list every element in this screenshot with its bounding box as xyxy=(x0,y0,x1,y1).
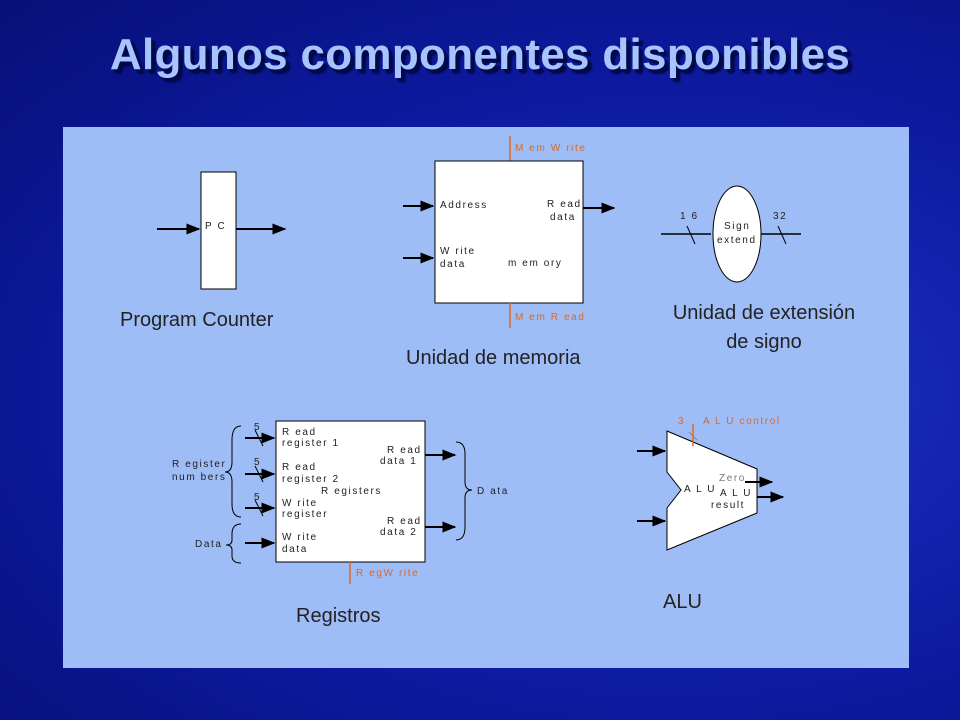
register-file: 5 5 5 R egister num bers Data R ead regi… xyxy=(172,420,509,627)
bits-label-2: 5 xyxy=(254,457,261,468)
sign-extend-caption-2: de signo xyxy=(726,331,802,353)
pc-caption: Program Counter xyxy=(120,309,274,331)
registers-caption: Registros xyxy=(296,605,380,627)
alu-shape xyxy=(666,430,758,551)
write-data-label-a: W rite xyxy=(282,532,318,543)
memory-address-label: Address xyxy=(440,200,488,211)
alu-name-label: A L U xyxy=(684,484,716,495)
sign-extend-out-slash xyxy=(777,225,787,245)
memory-read-label: R ead xyxy=(547,199,582,210)
bits-slash-1 xyxy=(254,429,264,447)
sign-extend-unit: 1 6 32 Sign extend Unidad de extensión d… xyxy=(661,185,855,353)
sign-extend-label-1: Sign xyxy=(724,221,750,232)
write-reg-label-a: W rite xyxy=(282,498,318,509)
alu-unit: 3 A L U control Zero A L U A L U result … xyxy=(637,416,785,613)
read-reg1-label-a: R ead xyxy=(282,427,317,438)
sign-extend-caption-1: Unidad de extensión xyxy=(673,302,855,324)
alu-caption: ALU xyxy=(663,591,702,613)
registers-name-label: R egisters xyxy=(321,486,382,497)
register-numbers-label-2: num bers xyxy=(172,472,227,483)
register-numbers-label-1: R egister xyxy=(172,459,226,470)
sign-extend-label-2: extend xyxy=(717,235,757,246)
read-reg2-label-b: register 2 xyxy=(282,474,340,485)
read-reg2-label-a: R ead xyxy=(282,462,317,473)
sign-extend-in-bits: 1 6 xyxy=(680,211,699,222)
memory-write-data-label: data xyxy=(440,259,466,270)
bits-label-1: 5 xyxy=(254,422,261,433)
memory-caption: Unidad de memoria xyxy=(406,347,581,369)
write-reg-label-b: register xyxy=(282,509,328,520)
memory-unit: M em W rite M em R ead Address R ead dat… xyxy=(403,136,616,369)
memory-read-data-label: data xyxy=(550,212,576,223)
memwrite-label: M em W rite xyxy=(515,143,587,154)
page-title: Algunos componentes disponibles xyxy=(109,30,851,79)
alu-zero-label: Zero xyxy=(719,473,746,484)
read-data2-label-b: data 2 xyxy=(380,527,417,538)
alu-control-label: A L U control xyxy=(703,416,781,427)
bits-slash-3 xyxy=(254,499,264,517)
data-in-brace xyxy=(225,523,242,564)
alu-control-bits: 3 xyxy=(678,416,685,427)
regwrite-label: R egW rite xyxy=(356,568,419,579)
read-data1-label-a: R ead xyxy=(387,445,422,456)
bits-label-3: 5 xyxy=(254,492,261,503)
read-data1-label-b: data 1 xyxy=(380,456,417,467)
data-in-label: Data xyxy=(195,539,223,550)
data-out-label: D ata xyxy=(477,486,509,497)
read-reg1-label-b: register 1 xyxy=(282,438,340,449)
alu-result-label-2: result xyxy=(711,500,745,511)
alu-control-slash xyxy=(688,431,698,441)
memory-name-label: m em ory xyxy=(508,258,562,269)
pc-box xyxy=(200,171,237,290)
sign-extend-in-slash xyxy=(686,225,696,245)
registers-box xyxy=(275,420,426,563)
bits-slash-2 xyxy=(254,465,264,483)
memory-write-label: W rite xyxy=(440,246,476,257)
data-out-brace xyxy=(455,441,473,541)
sign-extend-out-bits: 32 xyxy=(773,211,787,222)
write-data-label-b: data xyxy=(282,544,308,555)
read-data2-label-a: R ead xyxy=(387,516,422,527)
program-counter: P C Program Counter xyxy=(120,171,287,331)
pc-label: P C xyxy=(205,221,226,232)
alu-result-label-1: A L U xyxy=(720,488,752,499)
memory-box xyxy=(434,160,584,304)
sign-extend-oval xyxy=(712,185,762,283)
register-numbers-brace xyxy=(224,425,242,518)
memread-label: M em R ead xyxy=(515,312,585,323)
